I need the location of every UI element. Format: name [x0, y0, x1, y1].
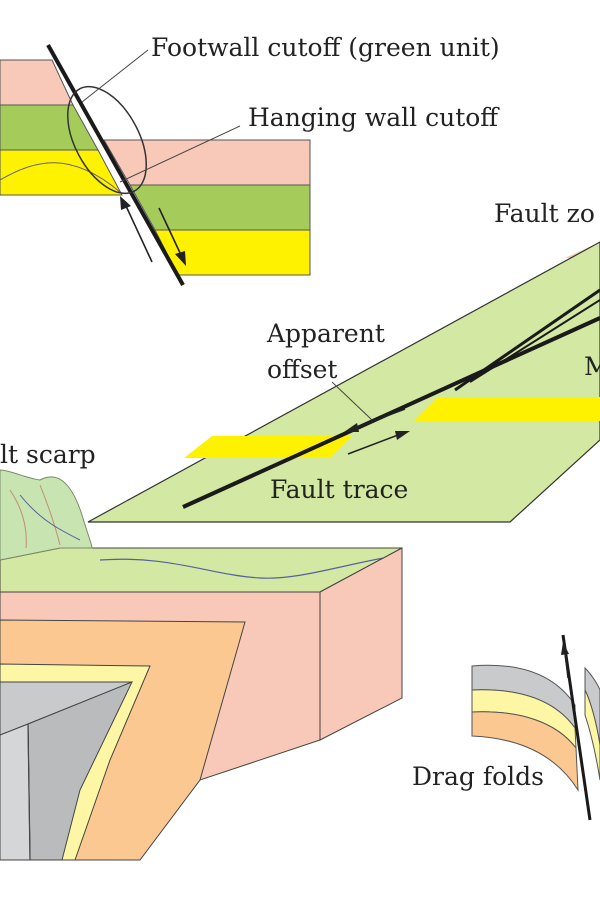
slip-arrow-up: [120, 196, 153, 263]
m-partial-label: M: [584, 352, 600, 381]
apparent-offset-label-line2: offset: [267, 355, 337, 384]
drag-fold-fault-line: [561, 634, 592, 821]
yellow-marker-bed-right: [414, 397, 600, 421]
hangingwall-yellow-unit: [154, 229, 311, 276]
hanging-wall-cutoff-label: Hanging wall cutoff: [248, 103, 500, 132]
apparent-offset-arrow-right: [347, 431, 410, 455]
apparent-offset-arrow-left: [344, 408, 406, 432]
fault-scarp-label: lt scarp: [0, 440, 96, 469]
yellow-marker-bed-left: [184, 436, 352, 458]
scarp-stream: [19, 494, 81, 541]
fault-scarp-block: lt scarp: [0, 440, 403, 861]
apparent-offset-leader: [331, 381, 373, 421]
fault-zone-splay-2: [469, 299, 600, 383]
layer-gray-front: [0, 723, 31, 861]
fault-zone-label: Fault zo: [494, 199, 595, 228]
cutoff-ellipse: [67, 85, 147, 195]
hanging-wall-cutoff-leader: [119, 125, 241, 183]
apparent-offset-label-line1: Apparent: [266, 319, 385, 348]
hangingwall-green-unit: [129, 184, 311, 231]
fault-zone-splay: [454, 288, 600, 392]
slip-arrow-down: [158, 207, 186, 266]
drag-folds-sketch: Drag folds: [412, 634, 600, 821]
block-edge: [27, 723, 31, 861]
scarp-gully-1: [9, 489, 27, 549]
valley-stream: [99, 554, 401, 579]
drag-fold-orange-layer: [471, 711, 579, 792]
hangingwall-pink-unit: [103, 139, 311, 186]
footwall-yellow-unit: [0, 149, 123, 196]
side-face-pink: [319, 547, 403, 741]
cutoff-cross-section: Footwall cutoff (green unit) Hanging wal…: [0, 33, 500, 286]
footwall-cutoff-label: Footwall cutoff (green unit): [151, 33, 500, 62]
scarp-gully-2: [39, 484, 61, 546]
cross-section-fault-line: [46, 44, 185, 286]
footwall-cutoff-leader: [81, 49, 149, 103]
fault-trace-line: [182, 316, 600, 509]
scarp-hill: [0, 469, 93, 561]
drag-folds-label: Drag folds: [412, 762, 544, 791]
drag-fold-arrow-up: [561, 642, 569, 679]
footwall-drag-curve: [0, 162, 121, 193]
fault-trace-label: Fault trace: [270, 475, 408, 504]
fault-trace-map-block: Fault zo Apparent offset M Fault trace: [87, 199, 600, 523]
